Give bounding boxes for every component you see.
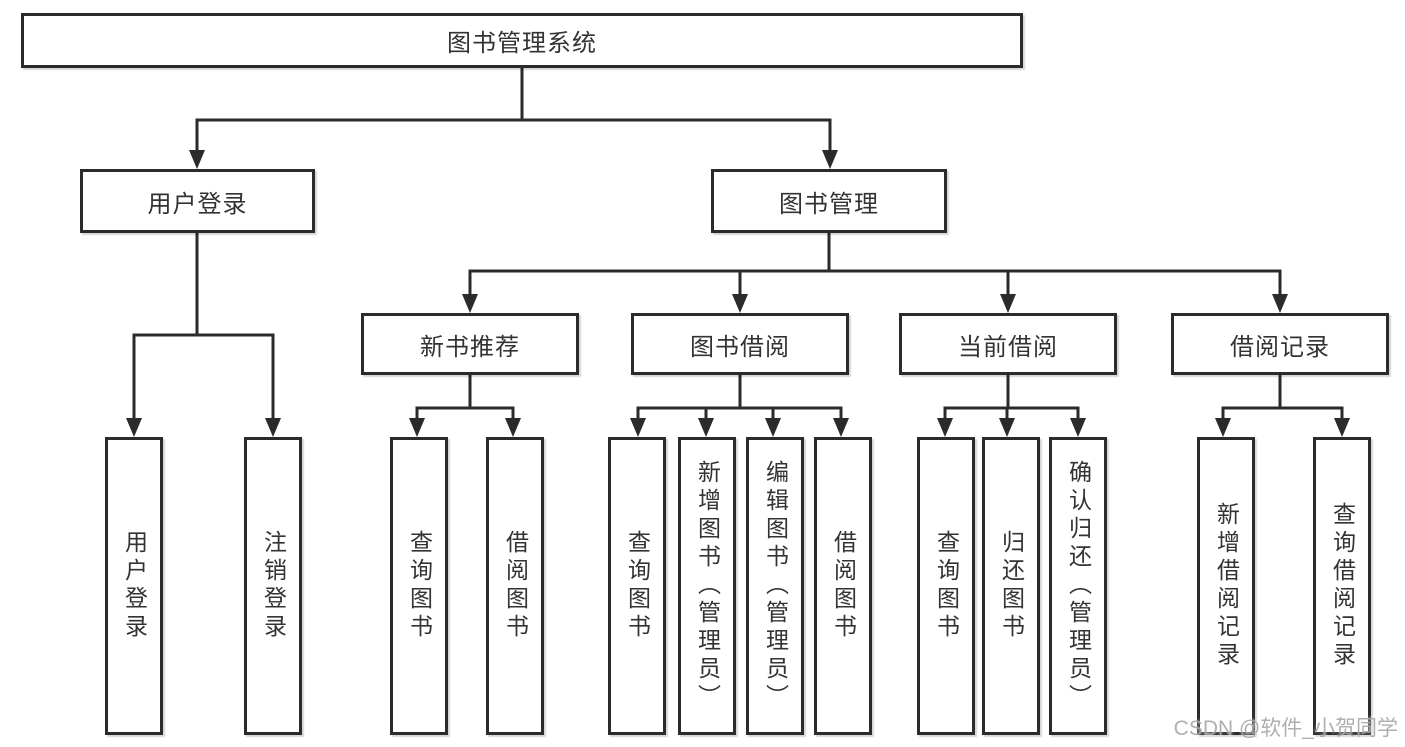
node-book-management-label: 图书管理 [779, 190, 879, 218]
connector-book-borrow-to-leaves [630, 375, 849, 437]
leaf-query-books-borrowing: 查询图书 [608, 437, 666, 735]
connector-borrow-records-to-leaves [1215, 375, 1350, 437]
node-user-login: 用户登录 [80, 169, 315, 233]
node-book-management: 图书管理 [711, 169, 947, 233]
leaf-query-borrow-record: 查询借阅记录 [1313, 437, 1371, 735]
leaf-add-books-admin: 新增图书（管理员） [678, 437, 736, 735]
node-user-login-label: 用户登录 [147, 190, 248, 218]
node-current-borrowing: 当前借阅 [899, 313, 1117, 375]
leaf-query-books-current-label: 查询图书 [933, 530, 960, 642]
leaf-edit-books-admin: 编辑图书（管理员） [746, 437, 804, 735]
watermark-text: CSDN @软件_小贺同学 [1173, 717, 1398, 740]
node-borrow-records: 借阅记录 [1171, 313, 1389, 375]
leaf-logout-login-label: 注销登录 [260, 530, 287, 642]
node-borrow-records-label: 借阅记录 [1230, 333, 1330, 361]
connector-new-book-rec-to-leaves [409, 375, 521, 437]
leaf-borrow-books-recommend: 借阅图书 [486, 437, 544, 735]
leaf-user-login: 用户登录 [105, 437, 163, 735]
connector-book-mgmt-to-level3 [462, 233, 1288, 313]
leaf-user-login-label: 用户登录 [121, 530, 148, 642]
leaf-logout-login: 注销登录 [244, 437, 302, 735]
leaf-return-books: 归还图书 [982, 437, 1040, 735]
leaf-add-books-admin-label: 新增图书（管理员） [694, 460, 721, 712]
node-book-borrowing-label: 图书借阅 [690, 333, 790, 361]
node-current-borrowing-label: 当前借阅 [958, 333, 1058, 361]
leaf-borrow-books-label: 借阅图书 [830, 530, 857, 642]
leaf-query-books-current: 查询图书 [917, 437, 975, 735]
leaf-add-borrow-record: 新增借阅记录 [1197, 437, 1255, 735]
connector-root-to-level2 [189, 68, 838, 169]
node-library-system-label: 图书管理系统 [447, 30, 597, 57]
node-book-borrowing: 图书借阅 [631, 313, 849, 375]
leaf-query-books-recommend-label: 查询图书 [406, 530, 433, 642]
leaf-query-borrow-record-label: 查询借阅记录 [1329, 502, 1356, 670]
node-new-book-recommend-label: 新书推荐 [420, 333, 520, 361]
leaf-confirm-return-admin: 确认归还（管理员） [1049, 437, 1107, 735]
connector-user-login-to-leaves [126, 233, 281, 437]
leaf-borrow-books-recommend-label: 借阅图书 [502, 530, 529, 642]
leaf-return-books-label: 归还图书 [998, 530, 1025, 642]
leaf-query-books-borrowing-label: 查询图书 [624, 530, 651, 642]
node-library-system: 图书管理系统 [21, 13, 1023, 68]
leaf-confirm-return-admin-label: 确认归还（管理员） [1065, 460, 1092, 712]
connector-current-borrow-to-leaves [937, 375, 1086, 437]
leaf-edit-books-admin-label: 编辑图书（管理员） [762, 460, 789, 712]
leaf-query-books-recommend: 查询图书 [390, 437, 448, 735]
leaf-add-borrow-record-label: 新增借阅记录 [1213, 502, 1240, 670]
leaf-borrow-books: 借阅图书 [814, 437, 872, 735]
node-new-book-recommend: 新书推荐 [361, 313, 579, 375]
